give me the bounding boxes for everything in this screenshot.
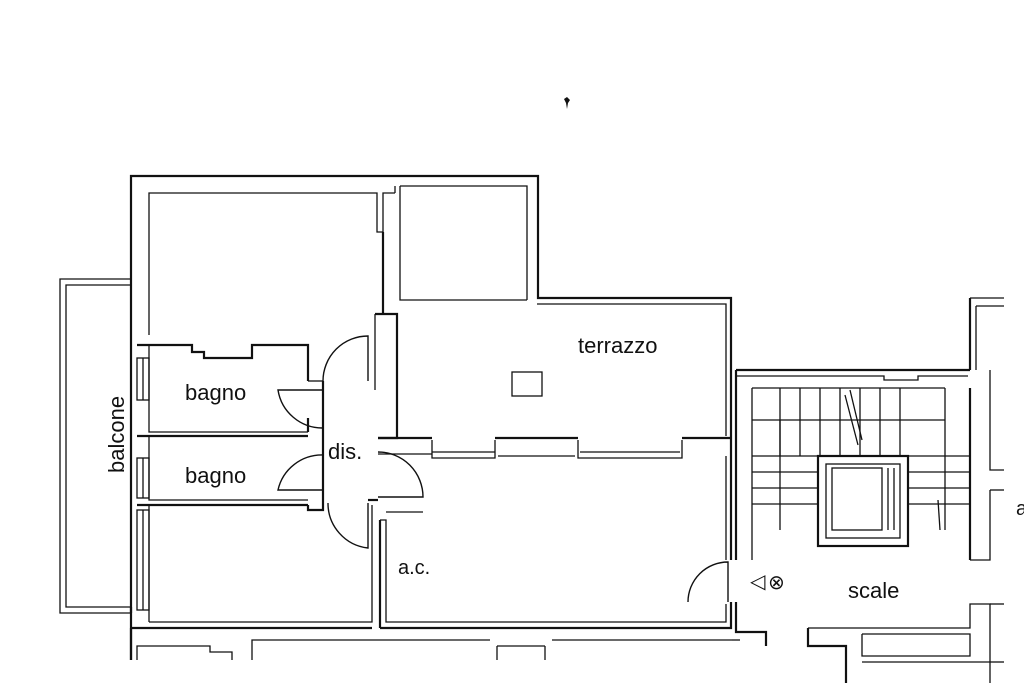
room-label-terrazzo: terrazzo xyxy=(578,333,657,358)
room-label-ac: a.c. xyxy=(398,557,430,579)
room-label-bagno-lower: bagno xyxy=(185,463,246,488)
entrance-circle-icon: ⊗ xyxy=(768,572,785,594)
balcone-outline xyxy=(59,278,133,614)
door-swings xyxy=(277,335,729,603)
entrance-arrow-icon: ◁ xyxy=(749,571,766,593)
stray-mark xyxy=(564,97,570,109)
room-label-scale: scale xyxy=(848,578,899,603)
room-label-bagno-upper: bagno xyxy=(185,380,246,405)
outer-walls xyxy=(129,174,733,660)
stair-block xyxy=(734,297,1004,683)
room-label-balcone: balcone xyxy=(104,396,129,473)
lower-wall-stubs xyxy=(129,602,768,660)
room-label-dis: dis. xyxy=(328,439,362,464)
terrazzo-square xyxy=(511,371,543,397)
edge-glyph: a xyxy=(1016,498,1024,520)
bagno-walls xyxy=(136,343,325,611)
